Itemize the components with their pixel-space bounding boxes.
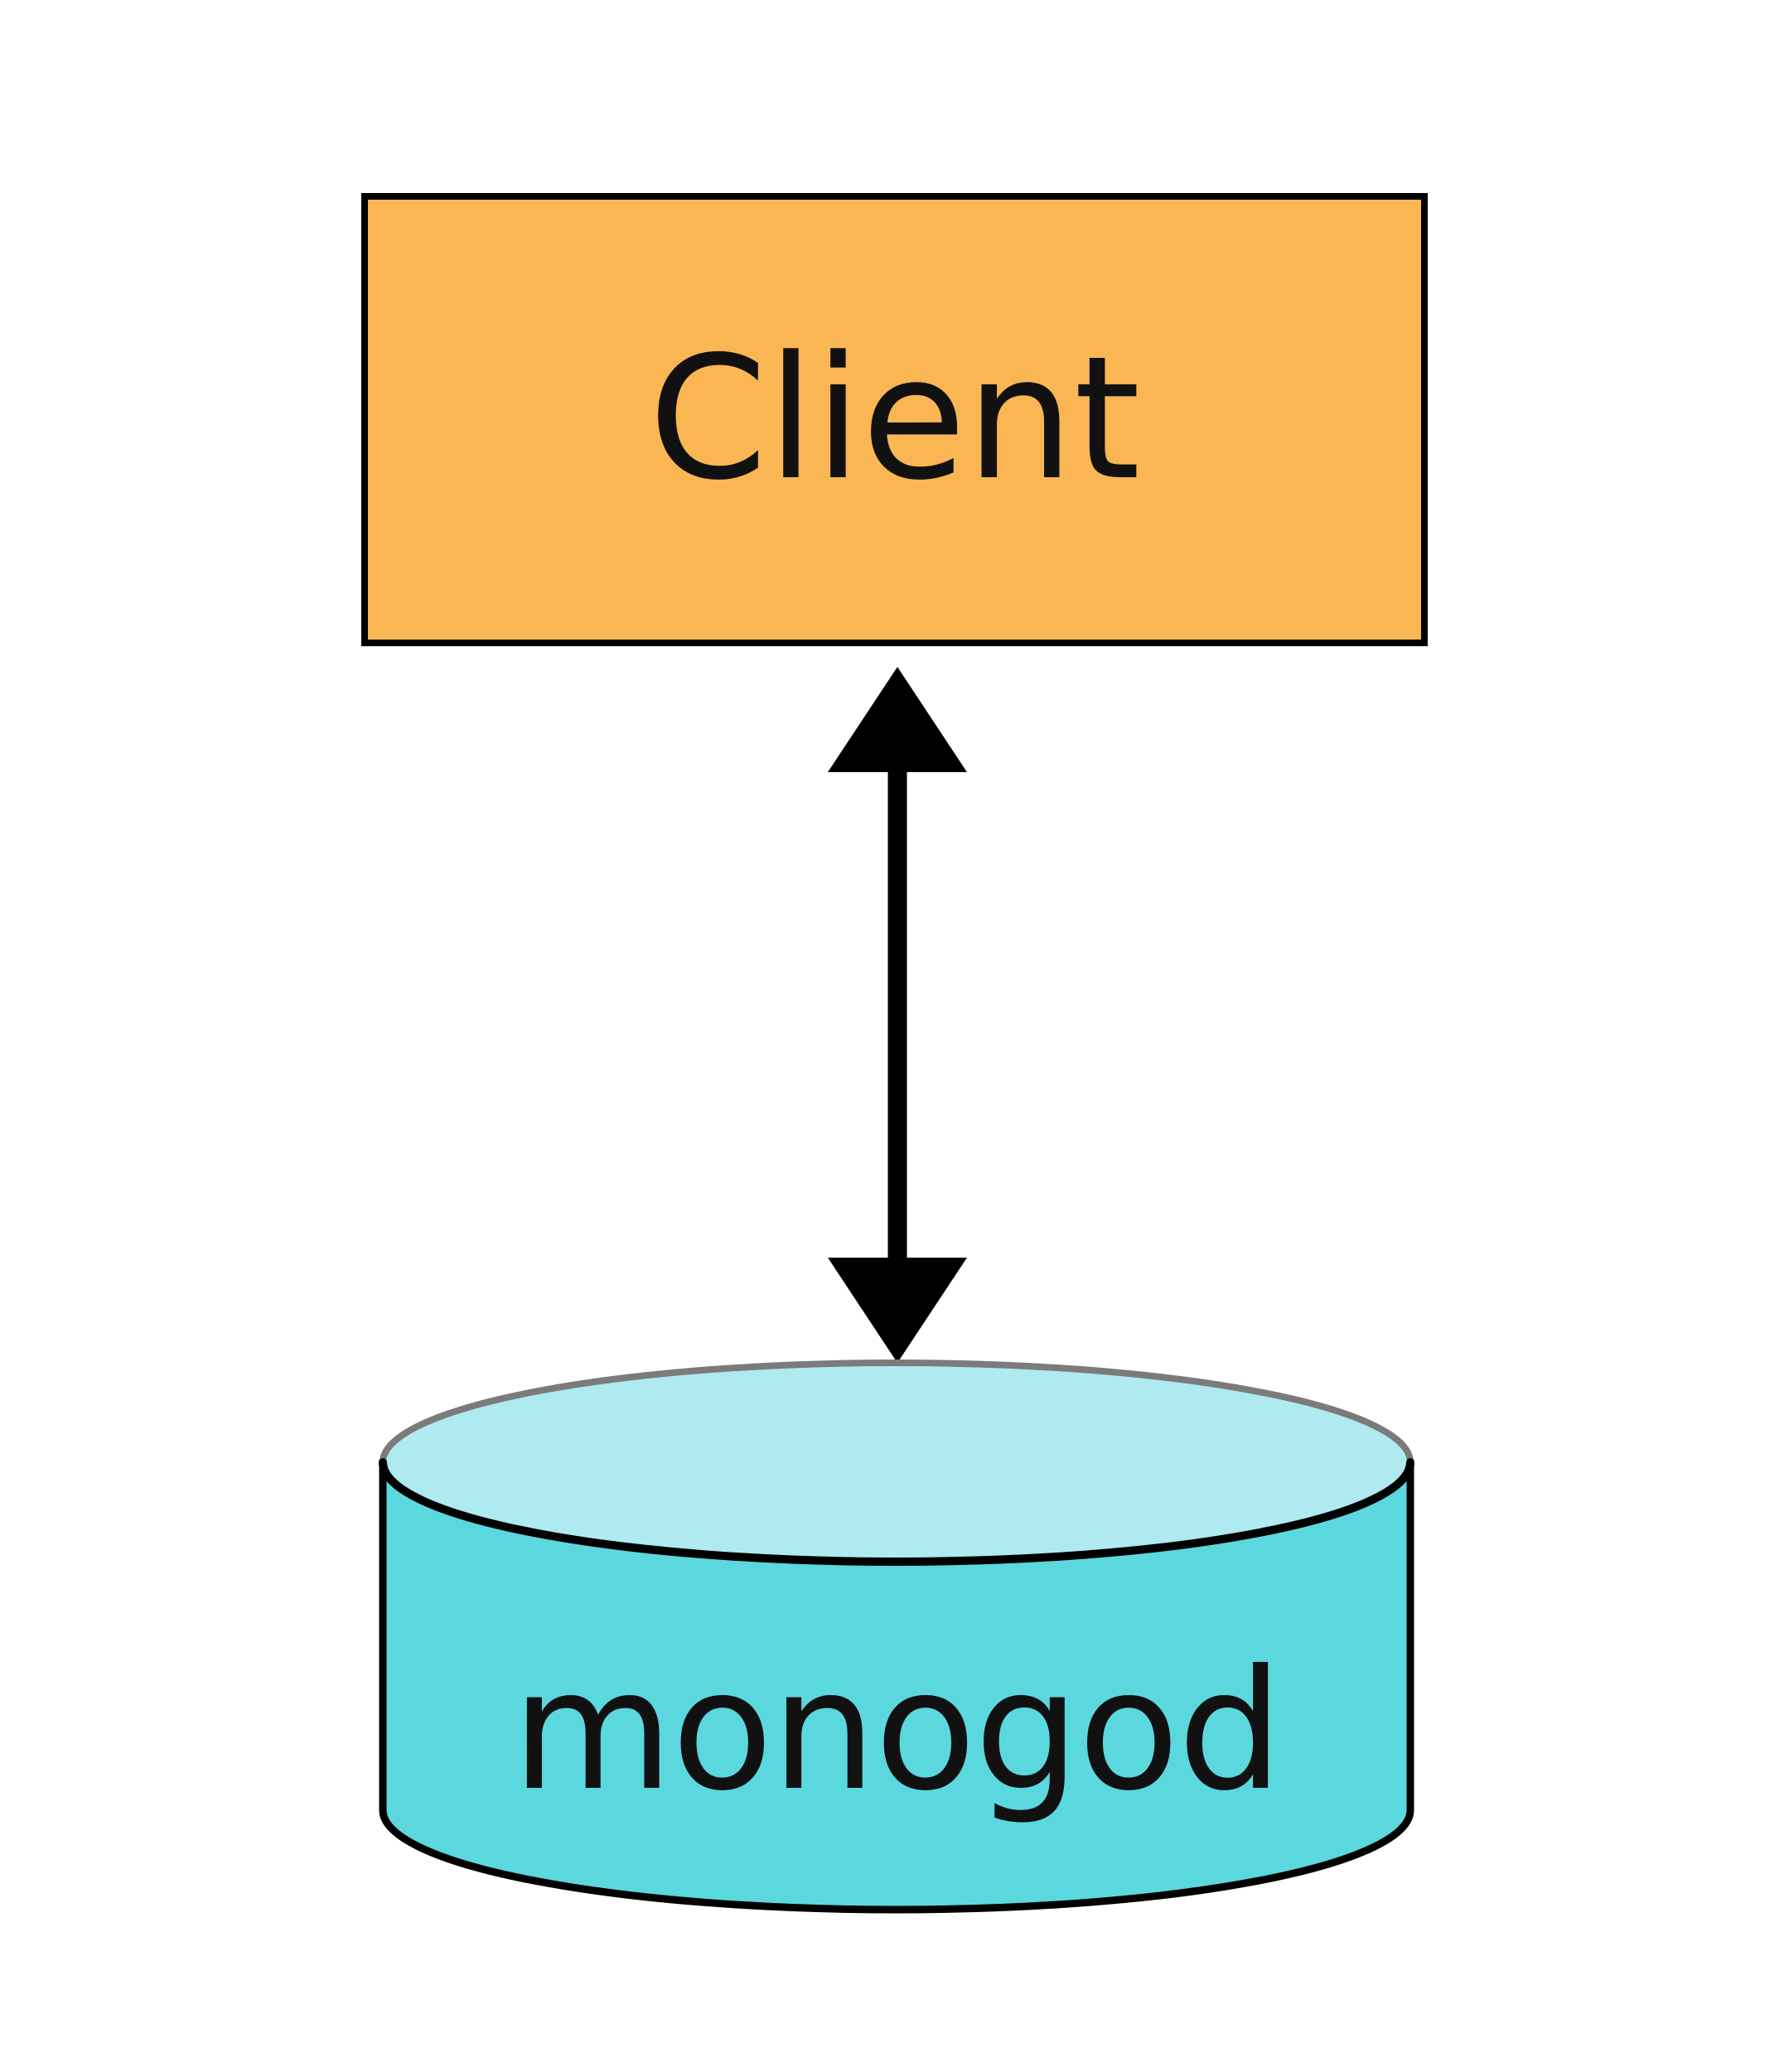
cylinder-top-disc	[386, 1366, 1407, 1558]
database-node	[379, 1360, 1414, 1914]
client-node: Client	[361, 193, 1428, 646]
cylinder-top-back-rim	[380, 1360, 1414, 1466]
arrow-shaft	[887, 758, 907, 1272]
arrow-up-head-icon	[828, 667, 967, 772]
double-arrow-connector	[828, 667, 967, 1363]
cylinder-top-front-rim	[379, 1458, 1414, 1566]
client-node-label: Client	[648, 321, 1141, 518]
arrow-down-head-icon	[828, 1258, 967, 1363]
database-node-label: monogod	[511, 1635, 1284, 1828]
